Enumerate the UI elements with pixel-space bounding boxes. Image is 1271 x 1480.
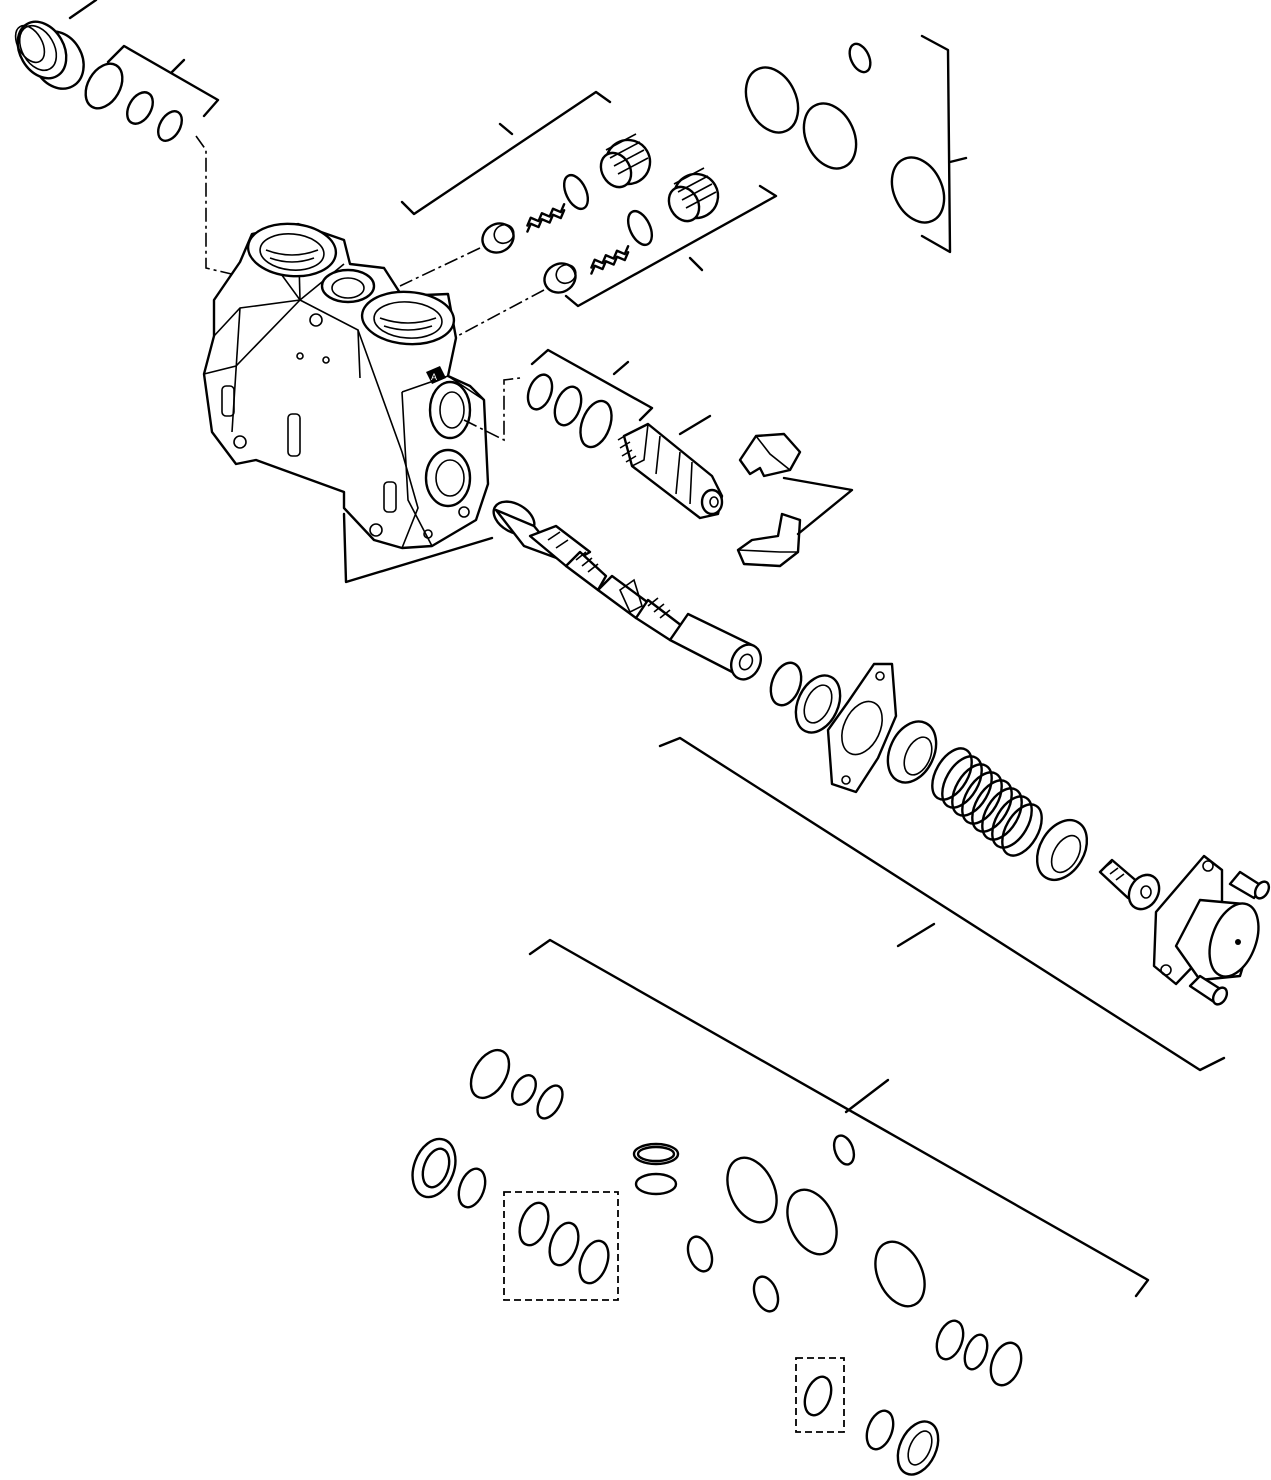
spool-end-cap [1152, 854, 1260, 986]
body-bracket [342, 512, 494, 584]
check-spring-upper [526, 203, 566, 233]
check-plug-lower [667, 167, 720, 223]
lower-o-ring-group-1 [469, 1048, 564, 1120]
check-o-ring-upper [562, 173, 590, 211]
relief-callout [678, 414, 712, 436]
spool-end-bracket [658, 736, 1226, 1072]
check-centerline-upper [399, 247, 481, 287]
spring-seat-upper [886, 720, 938, 784]
check-o-ring-lower [626, 209, 654, 247]
top-left-plug [14, 0, 98, 90]
bottom-seals [865, 1409, 940, 1476]
plug-centerline [195, 135, 241, 277]
check-poppet-lower [543, 262, 577, 294]
spool-o-ring [769, 661, 803, 707]
top-seal-kit [744, 42, 946, 224]
port-a-marker: A [431, 372, 437, 382]
cap-screws [1188, 870, 1271, 1006]
lower-seal-kit-bracket [528, 938, 1150, 1298]
top-left-o-rings [84, 62, 183, 142]
check-poppet-upper [481, 222, 515, 254]
check-valve-bracket-lower [564, 184, 778, 308]
check-spring-lower [590, 245, 630, 275]
check-centerline-lower [449, 289, 545, 341]
spring-seat-lower [1035, 818, 1089, 882]
lower-seal-ring [411, 1137, 487, 1209]
relief-centerline [463, 377, 521, 442]
spool [492, 500, 762, 681]
check-valve-bracket-upper [400, 90, 612, 216]
relief-valve [617, 422, 724, 520]
retainer-halves [736, 432, 854, 568]
return-spring [931, 747, 1043, 857]
lower-o-ring-group-2 [935, 1319, 1023, 1387]
valve-body [202, 222, 490, 550]
dashed-single-o-ring [795, 1357, 845, 1433]
spool-seal [794, 674, 842, 734]
relief-o-rings [526, 373, 613, 449]
lower-flat-rings [632, 1142, 680, 1196]
spool-flange-plate [826, 662, 898, 794]
top-seal-bracket [920, 34, 968, 254]
top-left-bracket [106, 44, 220, 118]
dashed-o-ring-group [503, 1191, 619, 1301]
lower-large-o-rings [686, 1134, 926, 1313]
spool-end-bolt [1098, 858, 1161, 911]
relief-bracket [530, 348, 654, 422]
check-plug-upper [599, 133, 652, 189]
